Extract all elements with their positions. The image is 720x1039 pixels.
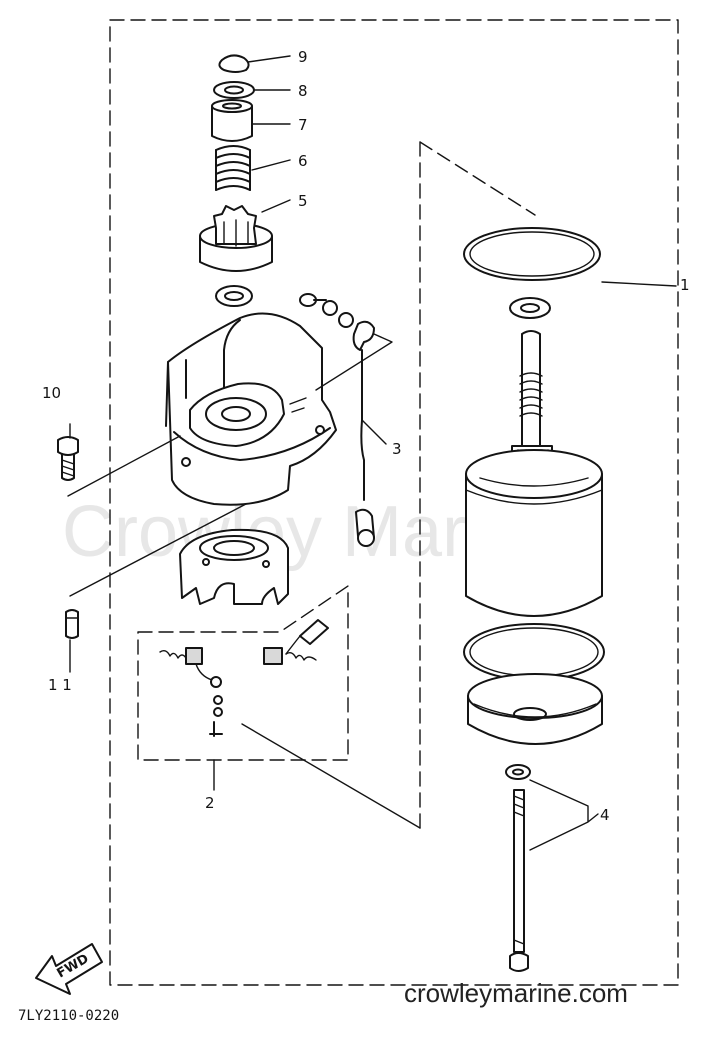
front-cover-housing: [165, 312, 337, 506]
washer-part-8: [213, 81, 255, 99]
through-bolt-part-4: [505, 764, 531, 972]
callout-10: 10: [42, 384, 61, 402]
drawing-code: 7LY2110-0220: [18, 1008, 119, 1024]
callout-8: 8: [298, 82, 308, 100]
lead-wire-part-3: [299, 293, 375, 547]
outer-dashed-frame: [109, 19, 679, 986]
callout-6: 6: [298, 152, 308, 170]
pin-part-11: [65, 609, 79, 639]
washer-under-pinion: [215, 285, 253, 307]
callout-4: 4: [600, 806, 610, 824]
site-url: crowleymarine.com: [404, 978, 628, 1008]
leader-lines: [67, 55, 677, 851]
callout-1: 1: [680, 276, 690, 294]
callout-11: 1 1: [48, 676, 72, 694]
callout-9: 9: [298, 48, 308, 66]
collar-part-7: [211, 99, 253, 142]
spring-part-6: [215, 145, 251, 191]
rear-cover: [467, 673, 603, 745]
clip-part-9: [218, 54, 250, 73]
brush-set-group: [137, 585, 349, 761]
bolt-part-10: [57, 436, 79, 481]
o-ring-bottom: [463, 623, 605, 681]
assembly-group-frame: [419, 141, 536, 829]
washer-top: [509, 297, 551, 319]
fwd-arrow-icon: FWD: [35, 943, 103, 995]
callout-5: 5: [298, 192, 308, 210]
brush-holder: [179, 528, 289, 605]
yoke-housing: [465, 449, 603, 617]
o-ring-top: [463, 227, 601, 281]
callout-7: 7: [298, 116, 308, 134]
pinion-part-5: [199, 205, 273, 272]
callout-2: 2: [205, 794, 215, 812]
callout-3: 3: [392, 440, 402, 458]
